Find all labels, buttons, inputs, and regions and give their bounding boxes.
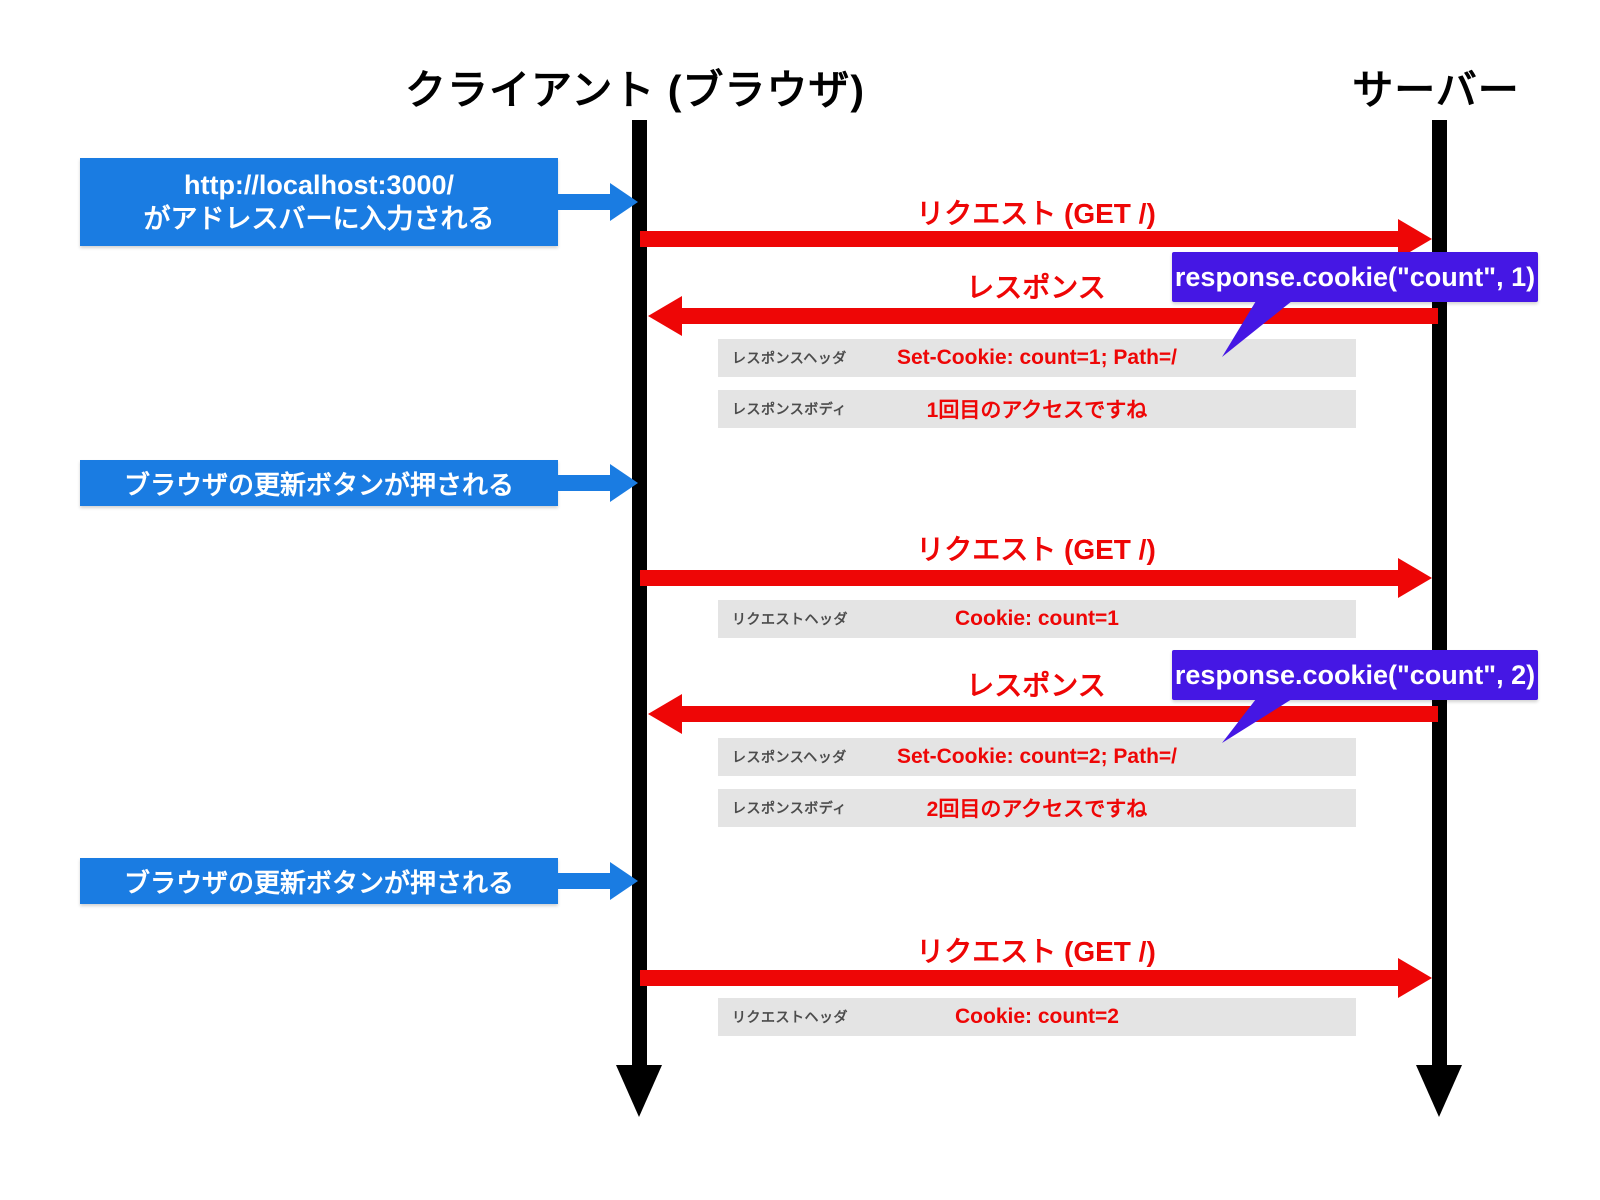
arrow-head xyxy=(1398,558,1432,598)
arrow-head xyxy=(648,694,682,734)
row-label: レスポンスボディ xyxy=(732,800,847,816)
note-text: ブラウザの更新ボタンが押される xyxy=(123,867,514,898)
note-arrow-shaft xyxy=(558,873,611,889)
client-lifeline xyxy=(632,120,647,1068)
response-body-row: レスポンスボディ 2回目のアクセスですね xyxy=(718,789,1356,827)
arrow-shaft xyxy=(682,308,1438,324)
server-lifeline xyxy=(1432,120,1447,1068)
arrow-shaft xyxy=(640,570,1400,586)
note-arrow-icon xyxy=(558,862,638,900)
server-lifeline-arrow-icon xyxy=(1416,1065,1462,1117)
request-3-arrow-icon xyxy=(640,958,1432,998)
row-value: 1回目のアクセスですね xyxy=(926,399,1148,422)
request-header-row: リクエストヘッダ Cookie: count=2 xyxy=(718,998,1356,1036)
row-label: リクエストヘッダ xyxy=(732,611,848,627)
code-text: response.cookie("count", 2) xyxy=(1174,659,1536,690)
response-2-arrow-icon xyxy=(648,694,1438,734)
response-body-row: レスポンスボディ 1回目のアクセスですね xyxy=(718,390,1356,428)
note-arrow-shaft xyxy=(558,194,611,210)
row-value: Set-Cookie: count=2; Path=/ xyxy=(896,745,1178,768)
note-text: ブラウザの更新ボタンが押される xyxy=(123,469,514,500)
code-callout-1: response.cookie("count", 1) xyxy=(1172,252,1538,302)
client-lifeline-arrow-icon xyxy=(616,1065,662,1117)
arrow-shaft xyxy=(640,231,1400,247)
note-line-2: がアドレスバーに入力される xyxy=(143,204,495,234)
arrow-head xyxy=(1398,958,1432,998)
note-arrow-head xyxy=(610,464,638,502)
row-value: Cookie: count=2 xyxy=(955,1005,1119,1028)
row-value: Set-Cookie: count=1; Path=/ xyxy=(896,346,1178,369)
note-line-1: http://localhost:3000/ xyxy=(183,170,455,200)
row-value: Cookie: count=1 xyxy=(955,607,1119,630)
note-text: http://localhost:3000/ がアドレスバーに入力される xyxy=(144,168,495,236)
arrow-head xyxy=(648,296,682,336)
response-header-row: レスポンスヘッダ Set-Cookie: count=1; Path=/ xyxy=(718,339,1356,377)
callout-tail-icon xyxy=(1222,699,1292,743)
note-url-entered: http://localhost:3000/ がアドレスバーに入力される xyxy=(80,158,558,246)
response-2-label: レスポンス xyxy=(966,670,1106,701)
note-arrow-icon xyxy=(558,183,638,221)
row-value: 2回目のアクセスですね xyxy=(926,798,1148,821)
row-label: リクエストヘッダ xyxy=(732,1009,848,1025)
client-title: クライアント (ブラウザ) xyxy=(404,67,866,113)
note-arrow-icon xyxy=(558,464,638,502)
server-title: サーバー xyxy=(1352,67,1520,113)
row-label: レスポンスヘッダ xyxy=(732,350,847,366)
note-arrow-shaft xyxy=(558,475,611,491)
row-label: レスポンスボディ xyxy=(732,401,847,417)
arrow-shaft xyxy=(640,970,1400,986)
response-1-label: レスポンス xyxy=(966,272,1106,303)
note-arrow-head xyxy=(610,183,638,221)
request-1-label: リクエスト (GET /) xyxy=(916,198,1156,229)
callout-tail-icon xyxy=(1222,301,1292,357)
note-refresh-2: ブラウザの更新ボタンが押される xyxy=(80,858,558,904)
arrow-shaft xyxy=(682,706,1438,722)
request-3-label: リクエスト (GET /) xyxy=(916,936,1156,967)
request-2-arrow-icon xyxy=(640,558,1432,598)
code-callout-2: response.cookie("count", 2) xyxy=(1172,650,1538,700)
row-label: レスポンスヘッダ xyxy=(732,749,847,765)
response-header-row: レスポンスヘッダ Set-Cookie: count=2; Path=/ xyxy=(718,738,1356,776)
response-1-arrow-icon xyxy=(648,296,1438,336)
note-arrow-head xyxy=(610,862,638,900)
request-header-row: リクエストヘッダ Cookie: count=1 xyxy=(718,600,1356,638)
code-text: response.cookie("count", 1) xyxy=(1174,261,1536,292)
request-2-label: リクエスト (GET /) xyxy=(916,534,1156,565)
note-refresh-1: ブラウザの更新ボタンが押される xyxy=(80,460,558,506)
